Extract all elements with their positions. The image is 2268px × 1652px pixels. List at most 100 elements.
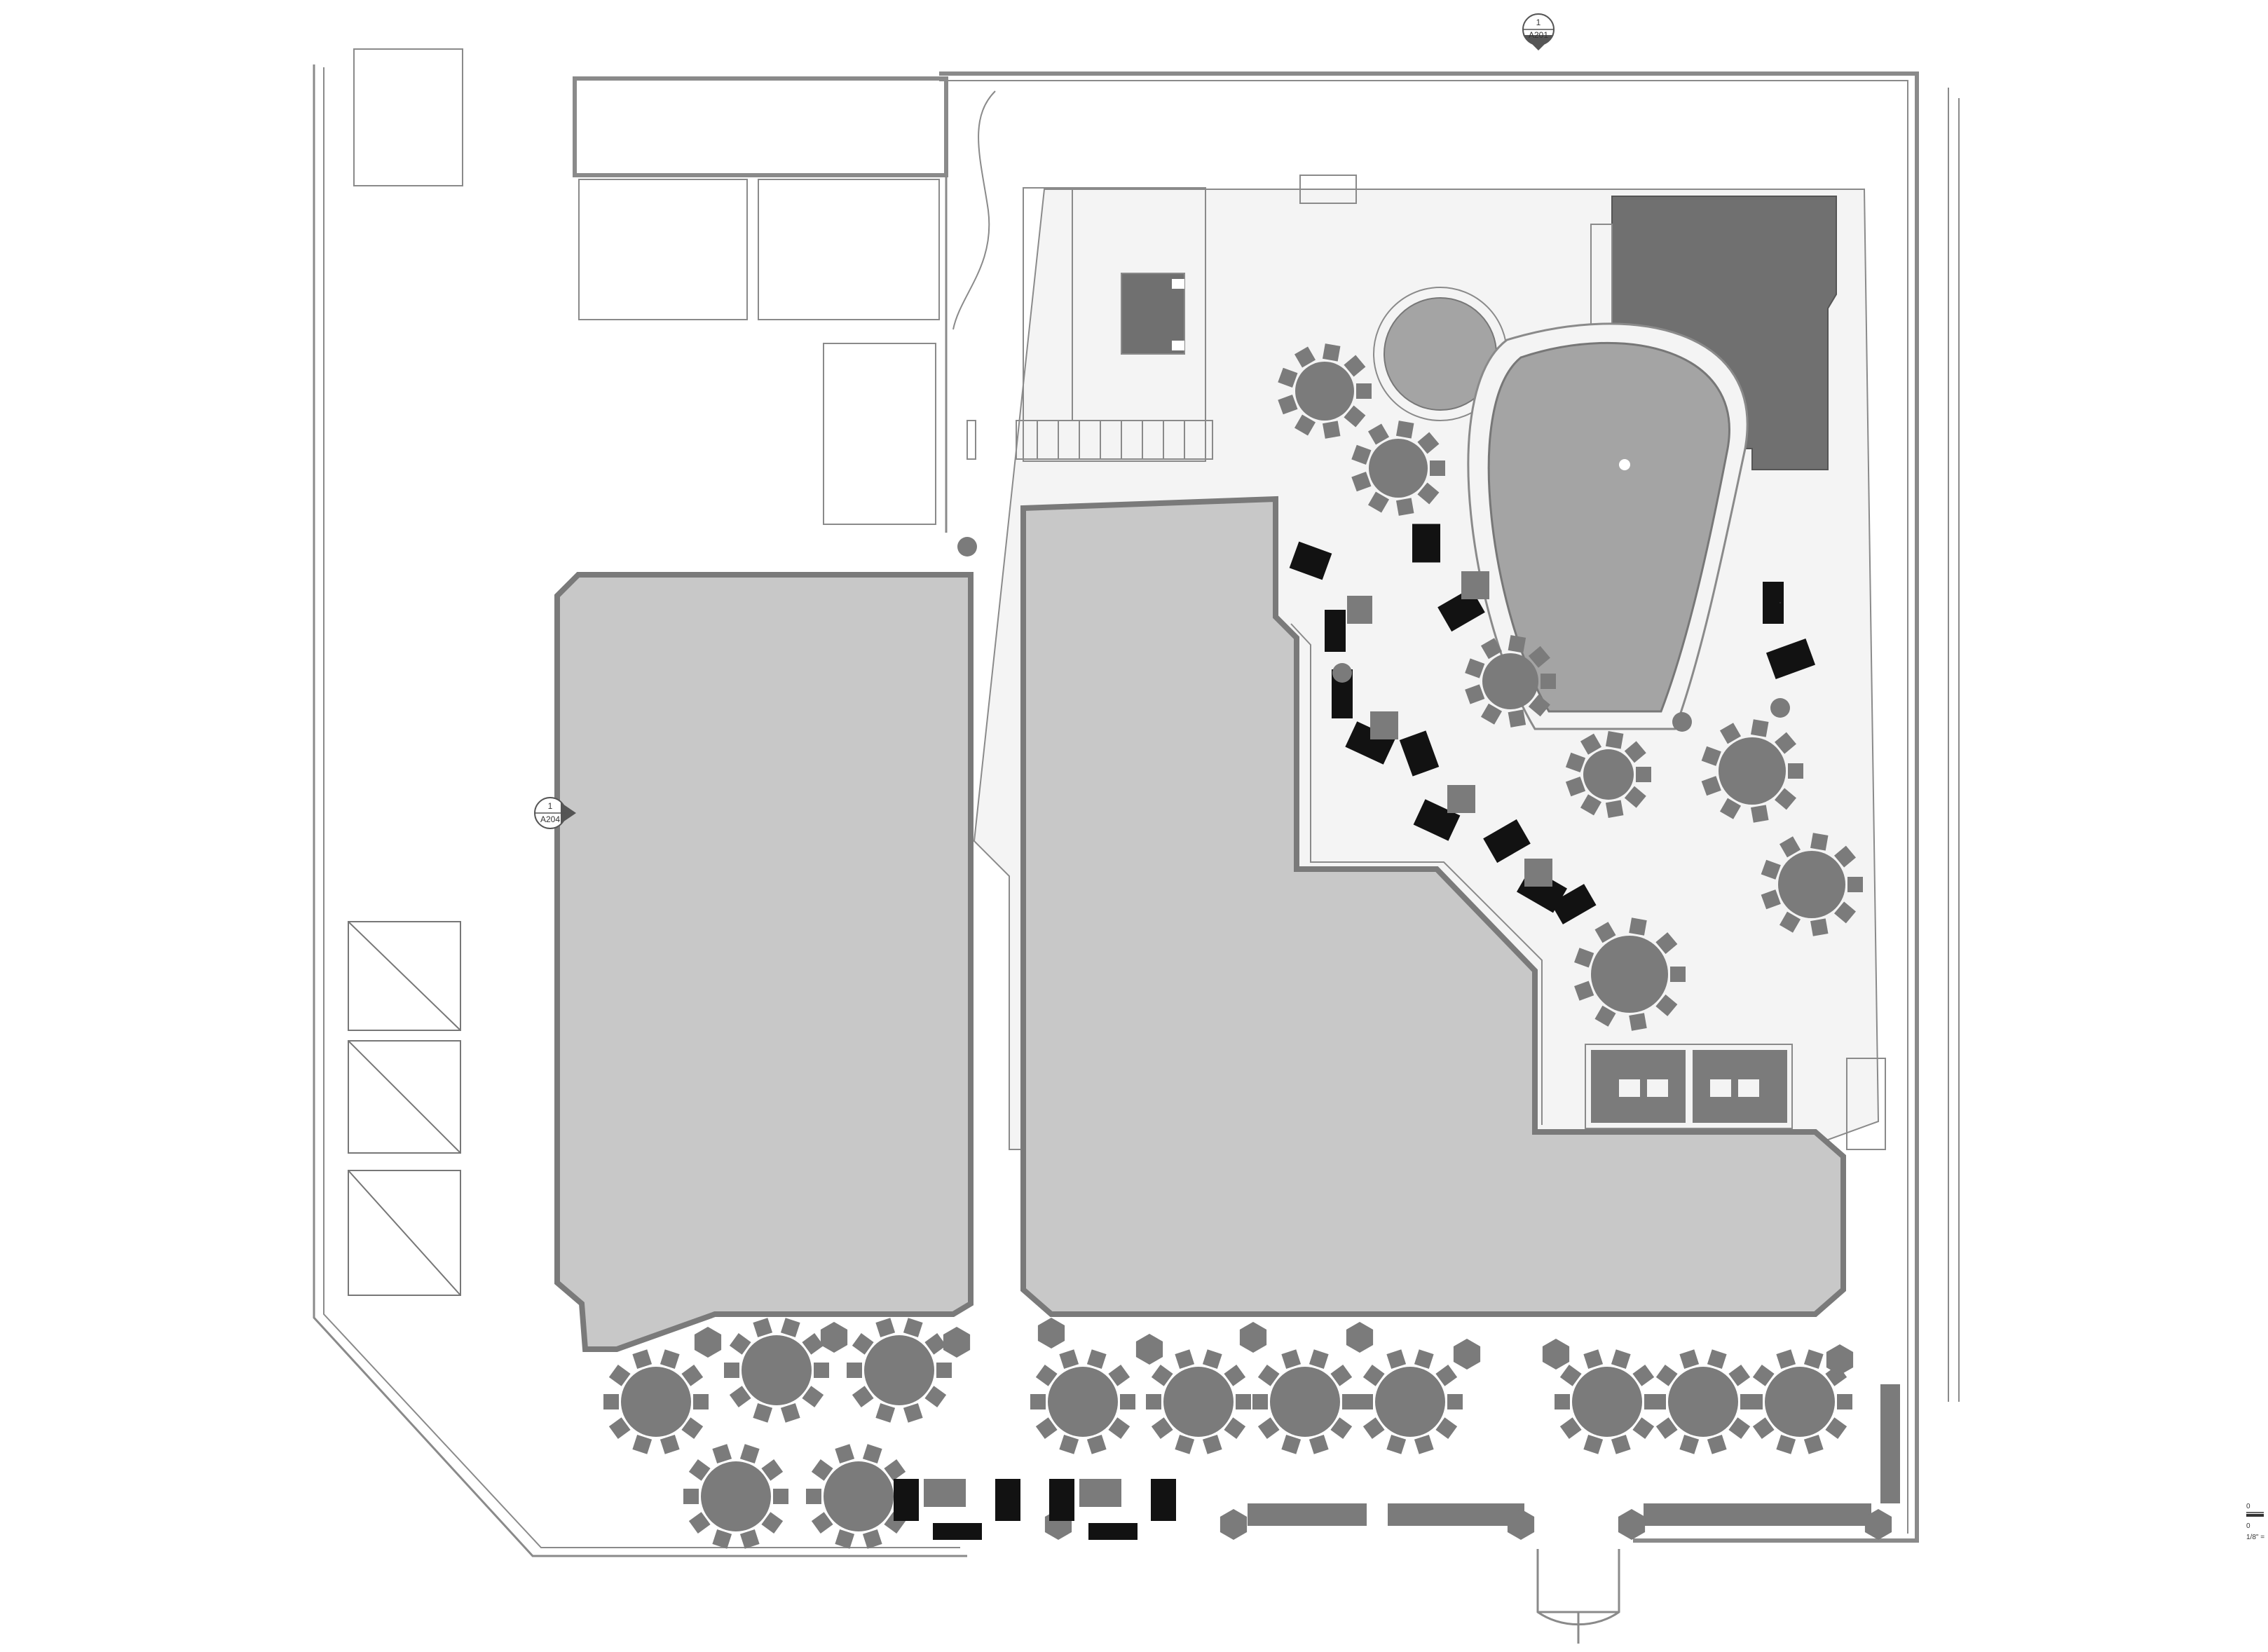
chair xyxy=(1774,788,1796,810)
building-left xyxy=(554,572,974,1352)
chair xyxy=(660,1349,680,1369)
chair xyxy=(1309,1349,1329,1369)
chair xyxy=(1761,859,1781,880)
chair xyxy=(1480,703,1503,725)
chair xyxy=(1574,981,1594,1001)
chair xyxy=(903,1403,923,1423)
chair xyxy=(903,1318,923,1337)
chair xyxy=(1803,1435,1824,1454)
lounger xyxy=(1412,524,1440,563)
round-table xyxy=(1270,1367,1340,1437)
chair xyxy=(1594,1005,1616,1027)
chair xyxy=(1465,658,1485,678)
chair xyxy=(780,1318,800,1337)
chair xyxy=(1435,1365,1458,1386)
furniture-layer xyxy=(603,343,1892,1549)
bottom-benches xyxy=(1248,1384,1900,1526)
chair xyxy=(688,1512,711,1534)
chair xyxy=(1541,674,1556,689)
chair xyxy=(1175,1349,1195,1369)
chair xyxy=(1351,472,1372,492)
chair xyxy=(1309,1435,1329,1454)
round-table xyxy=(1369,439,1428,498)
scale-tick-0: 0 xyxy=(2246,1503,2250,1510)
lounge-chair xyxy=(1370,711,1398,739)
round-table xyxy=(1572,1367,1642,1437)
chair xyxy=(632,1435,653,1454)
chair xyxy=(1447,1394,1463,1409)
chair xyxy=(1728,1365,1751,1386)
planter-dot xyxy=(1770,698,1790,718)
round-table xyxy=(621,1367,691,1437)
chair xyxy=(1236,1394,1251,1409)
chair xyxy=(603,1394,619,1409)
chair xyxy=(1202,1435,1222,1454)
chair xyxy=(1774,732,1796,754)
hex-planter xyxy=(1507,1509,1535,1540)
chair xyxy=(1833,845,1856,868)
chair xyxy=(802,1386,824,1407)
chair xyxy=(1779,836,1801,858)
site-boundary xyxy=(313,64,1960,1557)
chair xyxy=(1574,948,1594,968)
round-table xyxy=(1591,936,1668,1013)
chair xyxy=(1351,444,1372,465)
chair xyxy=(608,1365,631,1386)
chair xyxy=(1679,1435,1700,1454)
chair xyxy=(1847,877,1863,892)
chair xyxy=(761,1459,784,1481)
chair xyxy=(1362,1365,1385,1386)
chair xyxy=(1330,1417,1353,1439)
chair xyxy=(1565,752,1586,772)
lounger xyxy=(1151,1479,1176,1521)
chair xyxy=(1707,1349,1727,1369)
chair xyxy=(1651,1394,1666,1409)
chair xyxy=(1508,709,1526,728)
chair xyxy=(1833,901,1856,924)
chair xyxy=(1294,346,1316,368)
chair xyxy=(1761,889,1781,910)
chair xyxy=(806,1489,821,1504)
hex-planter xyxy=(1346,1322,1374,1353)
marker-sheet: A201 xyxy=(1529,30,1548,40)
chair xyxy=(1417,482,1440,505)
chair xyxy=(688,1459,711,1481)
chair xyxy=(1465,684,1485,704)
chair xyxy=(1059,1435,1079,1454)
chair xyxy=(1670,967,1686,982)
hex-planter xyxy=(943,1327,971,1358)
chair xyxy=(875,1318,896,1337)
chair xyxy=(1356,383,1372,399)
lounger xyxy=(1765,638,1816,680)
round-table xyxy=(742,1335,812,1405)
chair xyxy=(1655,994,1678,1016)
scale-label: 1/8" = xyxy=(2246,1534,2264,1541)
chair xyxy=(835,1444,855,1463)
chair xyxy=(1605,800,1624,818)
hex-planter xyxy=(1864,1509,1892,1540)
chair xyxy=(1779,911,1801,933)
chair xyxy=(1344,405,1366,428)
chair xyxy=(1108,1365,1130,1386)
chair xyxy=(780,1403,800,1423)
chair xyxy=(862,1529,882,1549)
chair xyxy=(1629,917,1647,936)
cabanas xyxy=(1585,1044,1886,1150)
swimming-pool xyxy=(1467,322,1749,730)
lounger xyxy=(1483,819,1531,863)
chair xyxy=(1175,1435,1195,1454)
chair xyxy=(1701,746,1721,766)
chair xyxy=(1395,421,1414,439)
chair xyxy=(1224,1365,1246,1386)
chair xyxy=(1655,1365,1678,1386)
chair xyxy=(1776,1435,1796,1454)
lounger xyxy=(1325,610,1346,652)
lounger xyxy=(1399,730,1440,777)
chair xyxy=(1719,798,1742,819)
chair xyxy=(1252,1394,1268,1409)
section-marker-top: 1 A201 xyxy=(1522,13,1555,50)
lounge-table xyxy=(1079,1479,1121,1507)
chair xyxy=(852,1386,874,1407)
chair xyxy=(1611,1435,1631,1454)
